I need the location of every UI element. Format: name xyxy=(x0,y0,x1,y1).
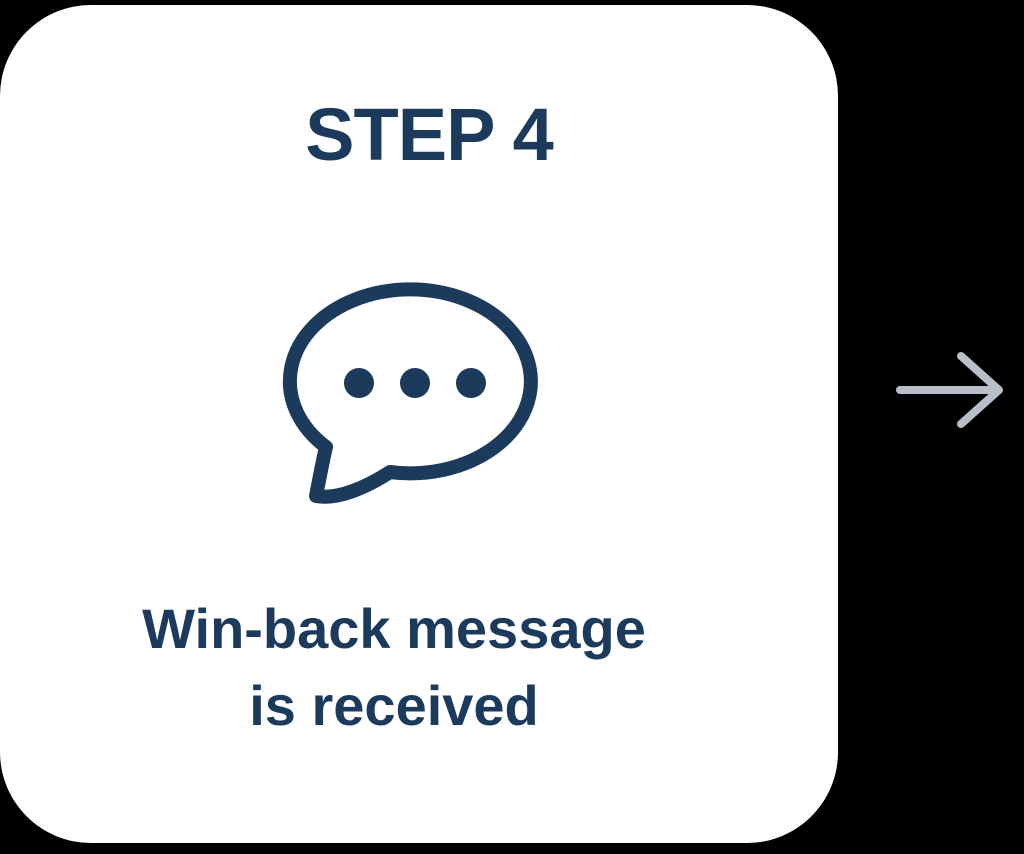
step-caption: Win-back message is received xyxy=(0,590,813,744)
step-title: STEP 4 xyxy=(305,93,554,176)
chat-bubble-icon xyxy=(282,282,538,504)
caption-line-2: is received xyxy=(249,674,539,737)
caption-line-1: Win-back message xyxy=(142,597,646,660)
arrow-right-icon xyxy=(896,352,1003,428)
typing-dot-icon xyxy=(456,368,486,398)
step-card: STEP 4 Win-back message is received xyxy=(0,5,838,843)
typing-dot-icon xyxy=(400,368,430,398)
typing-dot-icon xyxy=(344,368,374,398)
chat-bubble-outline xyxy=(282,282,538,504)
arrow-right-stroke xyxy=(896,352,1003,428)
